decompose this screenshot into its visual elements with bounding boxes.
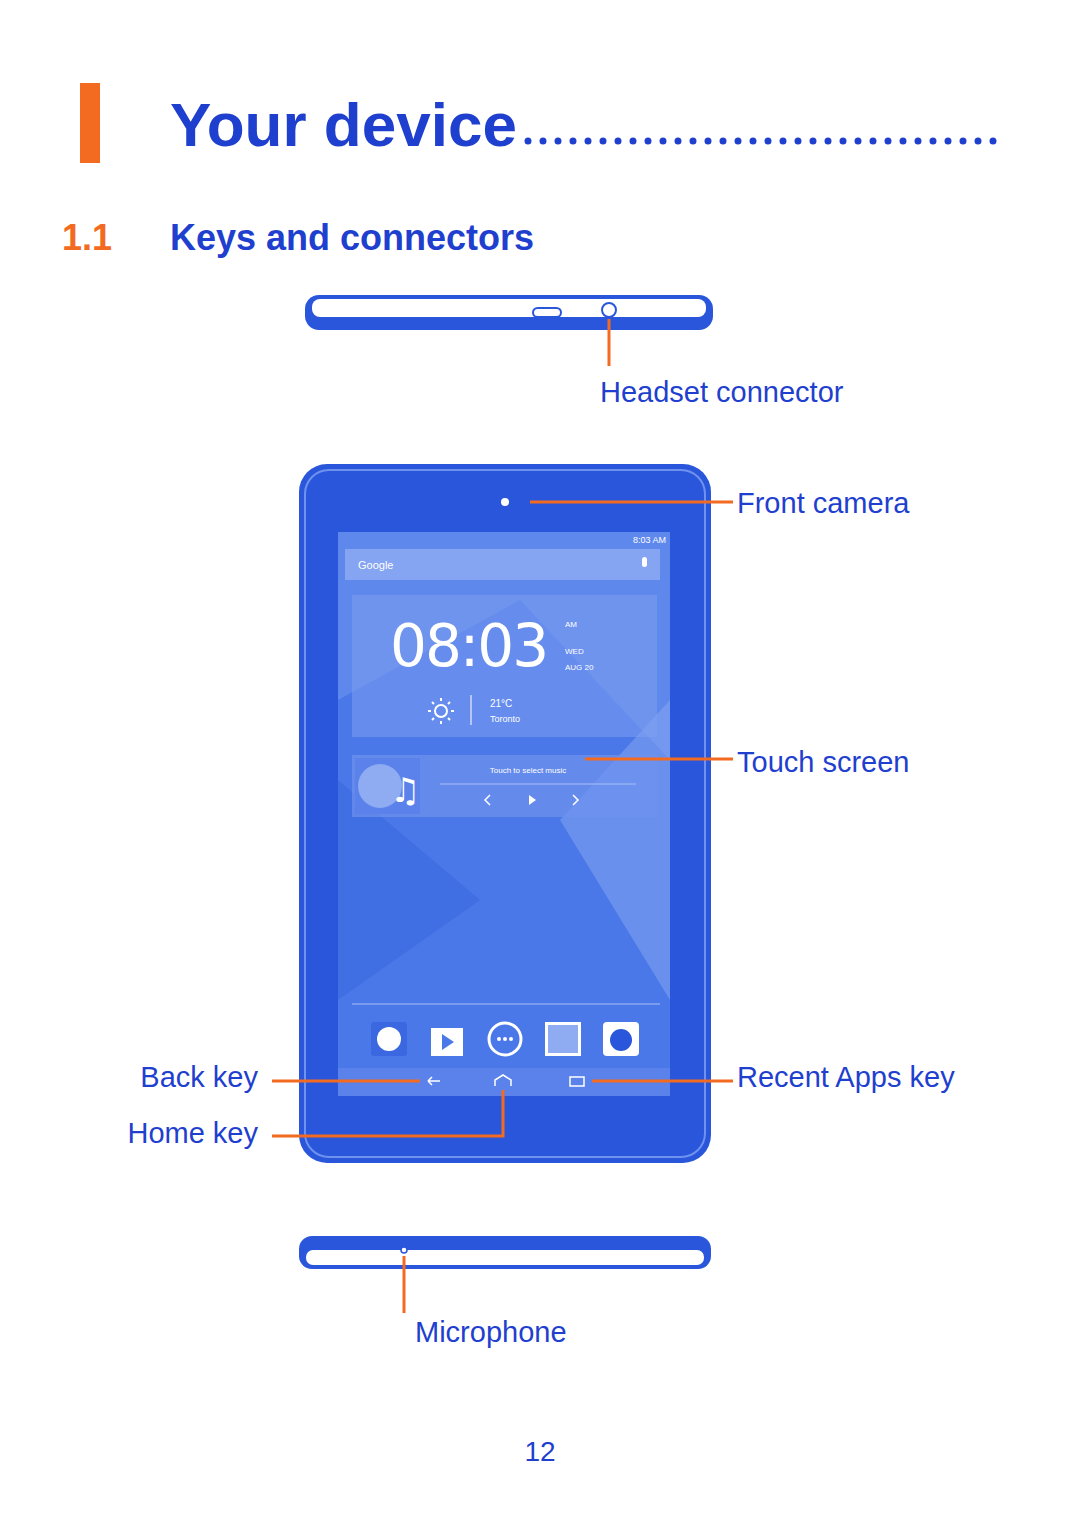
clock-day: WED [565,648,584,656]
tablet-body: ♫ [299,464,711,1163]
leader-lines [272,319,733,1313]
part-label: Home key [127,1119,258,1148]
svg-text:♫: ♫ [390,770,420,810]
part-label: Back key [140,1063,258,1092]
weather-temp: 21°C [490,699,512,709]
clock-date: AUG 20 [565,664,593,672]
title-dots [528,138,1008,145]
section-number: 1.1 [62,220,112,256]
part-label: Microphone [415,1318,567,1347]
tablet-top-edge [305,295,713,330]
page-number: 12 [524,1438,555,1466]
status-time: 8:03 AM [633,536,666,545]
part-label: Recent Apps key [737,1063,955,1092]
clock-time: 08:03 [390,617,547,675]
part-label: Headset connector [600,378,843,407]
weather-city: Toronto [490,715,520,724]
chapter-bar [80,83,100,163]
part-label: Front camera [737,489,909,518]
chapter-title: Your device [170,94,517,156]
search-text: Google [358,560,393,571]
music-hint: Touch to select music [490,767,566,775]
section-heading: Keys and connectors [170,220,534,256]
part-label: Touch screen [737,748,910,777]
tablet-bottom-edge [299,1236,711,1269]
clock-ampm: AM [565,621,577,629]
